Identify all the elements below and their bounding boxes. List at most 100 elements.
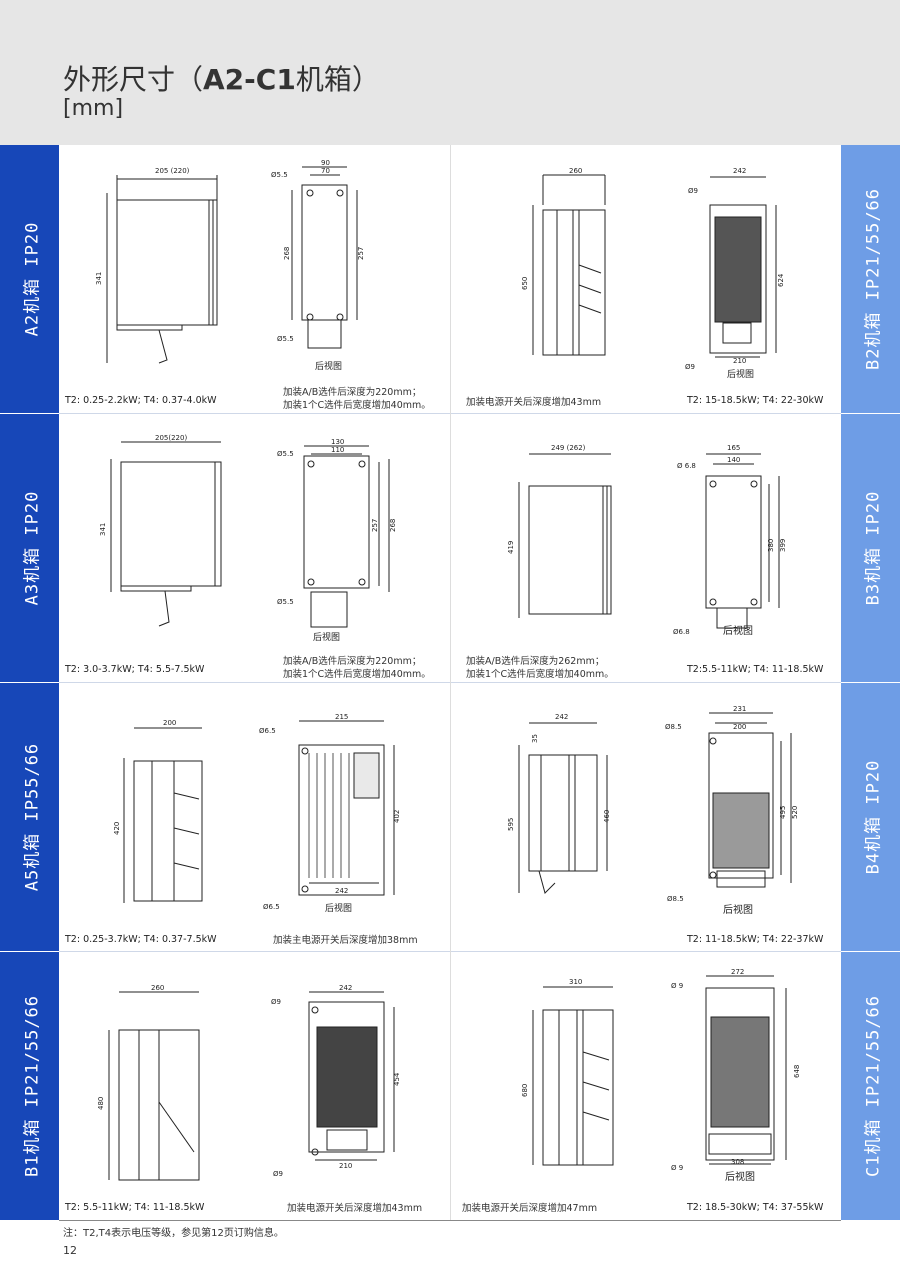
label-b4: B4机箱 IP20: [841, 683, 900, 951]
a2-note-2: 加装1个C选件后宽度增加40mm。: [283, 400, 431, 411]
dim: Ø 9: [671, 982, 683, 990]
dim: 268: [389, 519, 397, 532]
b2-drawing: 260 650 242 Ø9 624 210 Ø9 后视图: [521, 167, 785, 380]
dim: 110: [331, 446, 344, 454]
a2-note-1: 加装A/B选件后深度为220mm；: [283, 387, 422, 398]
dim: 420: [113, 822, 121, 835]
b1-note: 加装电源开关后深度增加43mm: [287, 1203, 423, 1214]
column-divider: [450, 145, 451, 1220]
c1-note: 加装电源开关后深度增加47mm: [462, 1203, 598, 1214]
dim: Ø6.5: [259, 727, 276, 735]
b4-drawing: 242 35 595 460 231 200 Ø8.5 495 520 Ø8.5…: [507, 705, 799, 916]
b2-note: 加装电源开关后深度增加43mm: [466, 397, 602, 408]
dim: Ø6.5: [263, 903, 280, 911]
a3-note-1: 加装A/B选件后深度为220mm；: [283, 656, 422, 667]
label-b1: B1机箱 IP21/55/66: [0, 952, 59, 1220]
dim: Ø5.5: [277, 450, 294, 458]
dim: 200: [733, 723, 746, 731]
a2-drawing: 205 (220) 341 90 70 Ø5.5 268 257 Ø5.5 后视…: [95, 159, 365, 372]
dim: 249 (262): [551, 444, 586, 452]
b1-drawing: 260 480 242 Ø9 454 210 Ø9: [97, 984, 401, 1181]
dim: 231: [733, 705, 746, 713]
a5-drawing: 200 420 215 Ø6.5 402 242 Ø6.5 后视图: [113, 713, 401, 914]
dim: 308: [731, 1158, 744, 1166]
label-a2: A2机箱 IP20: [0, 145, 59, 413]
dim: 215: [335, 713, 348, 721]
dim: 260: [569, 167, 582, 175]
rear-view-label: 后视图: [723, 624, 753, 637]
rear-view-label: 后视图: [725, 1170, 755, 1183]
dim: 680: [521, 1084, 529, 1097]
dim: 402: [393, 810, 401, 823]
dim: Ø 6.8: [677, 462, 696, 470]
dim: 210: [339, 1162, 352, 1170]
dim: 460: [603, 810, 611, 823]
dim: 205 (220): [155, 167, 190, 175]
dim: 272: [731, 968, 744, 976]
row-divider: [59, 1220, 841, 1221]
dim: Ø9: [271, 998, 281, 1006]
dim: 419: [507, 541, 515, 554]
b4-spec: T2: 11-18.5kW; T4: 22-37kW: [687, 934, 824, 945]
page-header: [0, 0, 900, 145]
dim: Ø9: [273, 1170, 283, 1178]
dim: 35: [531, 734, 539, 743]
dim: 520: [791, 806, 799, 819]
rear-view-label: 后视图: [325, 902, 352, 914]
dim: 90: [321, 159, 330, 167]
page-title: 外形尺寸（A2-C1机箱）: [63, 63, 380, 96]
dim: 200: [163, 719, 176, 727]
dim: Ø9: [685, 363, 695, 371]
dim: Ø8.5: [665, 723, 682, 731]
dim: 380: [767, 539, 775, 552]
dim: Ø9: [688, 187, 698, 195]
label-b2: B2机箱 IP21/55/66: [841, 145, 900, 413]
dim: Ø5.5: [271, 171, 288, 179]
dim: Ø8.5: [667, 895, 684, 903]
a5-spec: T2: 0.25-3.7kW; T4: 0.37-7.5kW: [65, 934, 217, 945]
label-a5: A5机箱 IP55/66: [0, 683, 59, 951]
dim: 210: [733, 357, 746, 365]
dim: 242: [339, 984, 352, 992]
rear-view-label: 后视图: [313, 631, 340, 643]
dim: 260: [151, 984, 164, 992]
a3-spec: T2: 3.0-3.7kW; T4: 5.5-7.5kW: [65, 664, 205, 675]
label-c1: C1机箱 IP21/55/66: [841, 952, 900, 1220]
a3-drawing: 205(220) 341 130 110 Ø5.5 257 268 Ø5.5 后…: [99, 434, 397, 643]
c1-spec: T2: 18.5-30kW; T4: 37-55kW: [687, 1202, 824, 1213]
dim: 495: [779, 806, 787, 819]
dim: 257: [357, 247, 365, 260]
dim: 140: [727, 456, 740, 464]
rear-view-label: 后视图: [723, 903, 753, 916]
dim: 70: [321, 167, 330, 175]
b3-drawing: 249 (262) 419 165 140 Ø 6.8 380 399 Ø6.8…: [507, 444, 787, 637]
rear-view-label: 后视图: [315, 360, 342, 372]
dim: 257: [371, 519, 379, 532]
b3-note-2: 加装1个C选件后宽度增加40mm。: [466, 669, 614, 680]
b1-spec: T2: 5.5-11kW; T4: 11-18.5kW: [65, 1202, 205, 1213]
dim: 341: [95, 272, 103, 285]
a2-spec: T2: 0.25-2.2kW; T4: 0.37-4.0kW: [65, 395, 217, 406]
dim: 624: [777, 273, 785, 287]
dim: 242: [555, 713, 568, 721]
dim: 205(220): [155, 434, 187, 442]
unit-label: [mm]: [63, 96, 124, 121]
a3-note-2: 加装1个C选件后宽度增加40mm。: [283, 669, 431, 680]
b2-spec: T2: 15-18.5kW; T4: 22-30kW: [687, 395, 824, 406]
dim: Ø5.5: [277, 335, 294, 343]
dim: Ø 9: [671, 1164, 683, 1172]
dim: 650: [521, 277, 529, 290]
footer-note: 注：T2,T4表示电压等级，参见第12页订购信息。: [63, 1228, 284, 1239]
b3-spec: T2:5.5-11kW; T4: 11-18.5kW: [687, 664, 824, 675]
dim: 480: [97, 1097, 105, 1110]
dim: 242: [733, 167, 746, 175]
dim: 268: [283, 247, 291, 260]
rear-view-label: 后视图: [727, 368, 754, 380]
dim: 310: [569, 978, 582, 986]
label-a3: A3机箱 IP20: [0, 414, 59, 682]
dim: 399: [779, 539, 787, 552]
dim: 165: [727, 444, 740, 452]
a5-note: 加装主电源开关后深度增加38mm: [273, 935, 418, 946]
dim: 341: [99, 523, 107, 536]
c1-drawing: 310 680 272 Ø 9 648 308 Ø 9 后视图: [521, 968, 801, 1183]
